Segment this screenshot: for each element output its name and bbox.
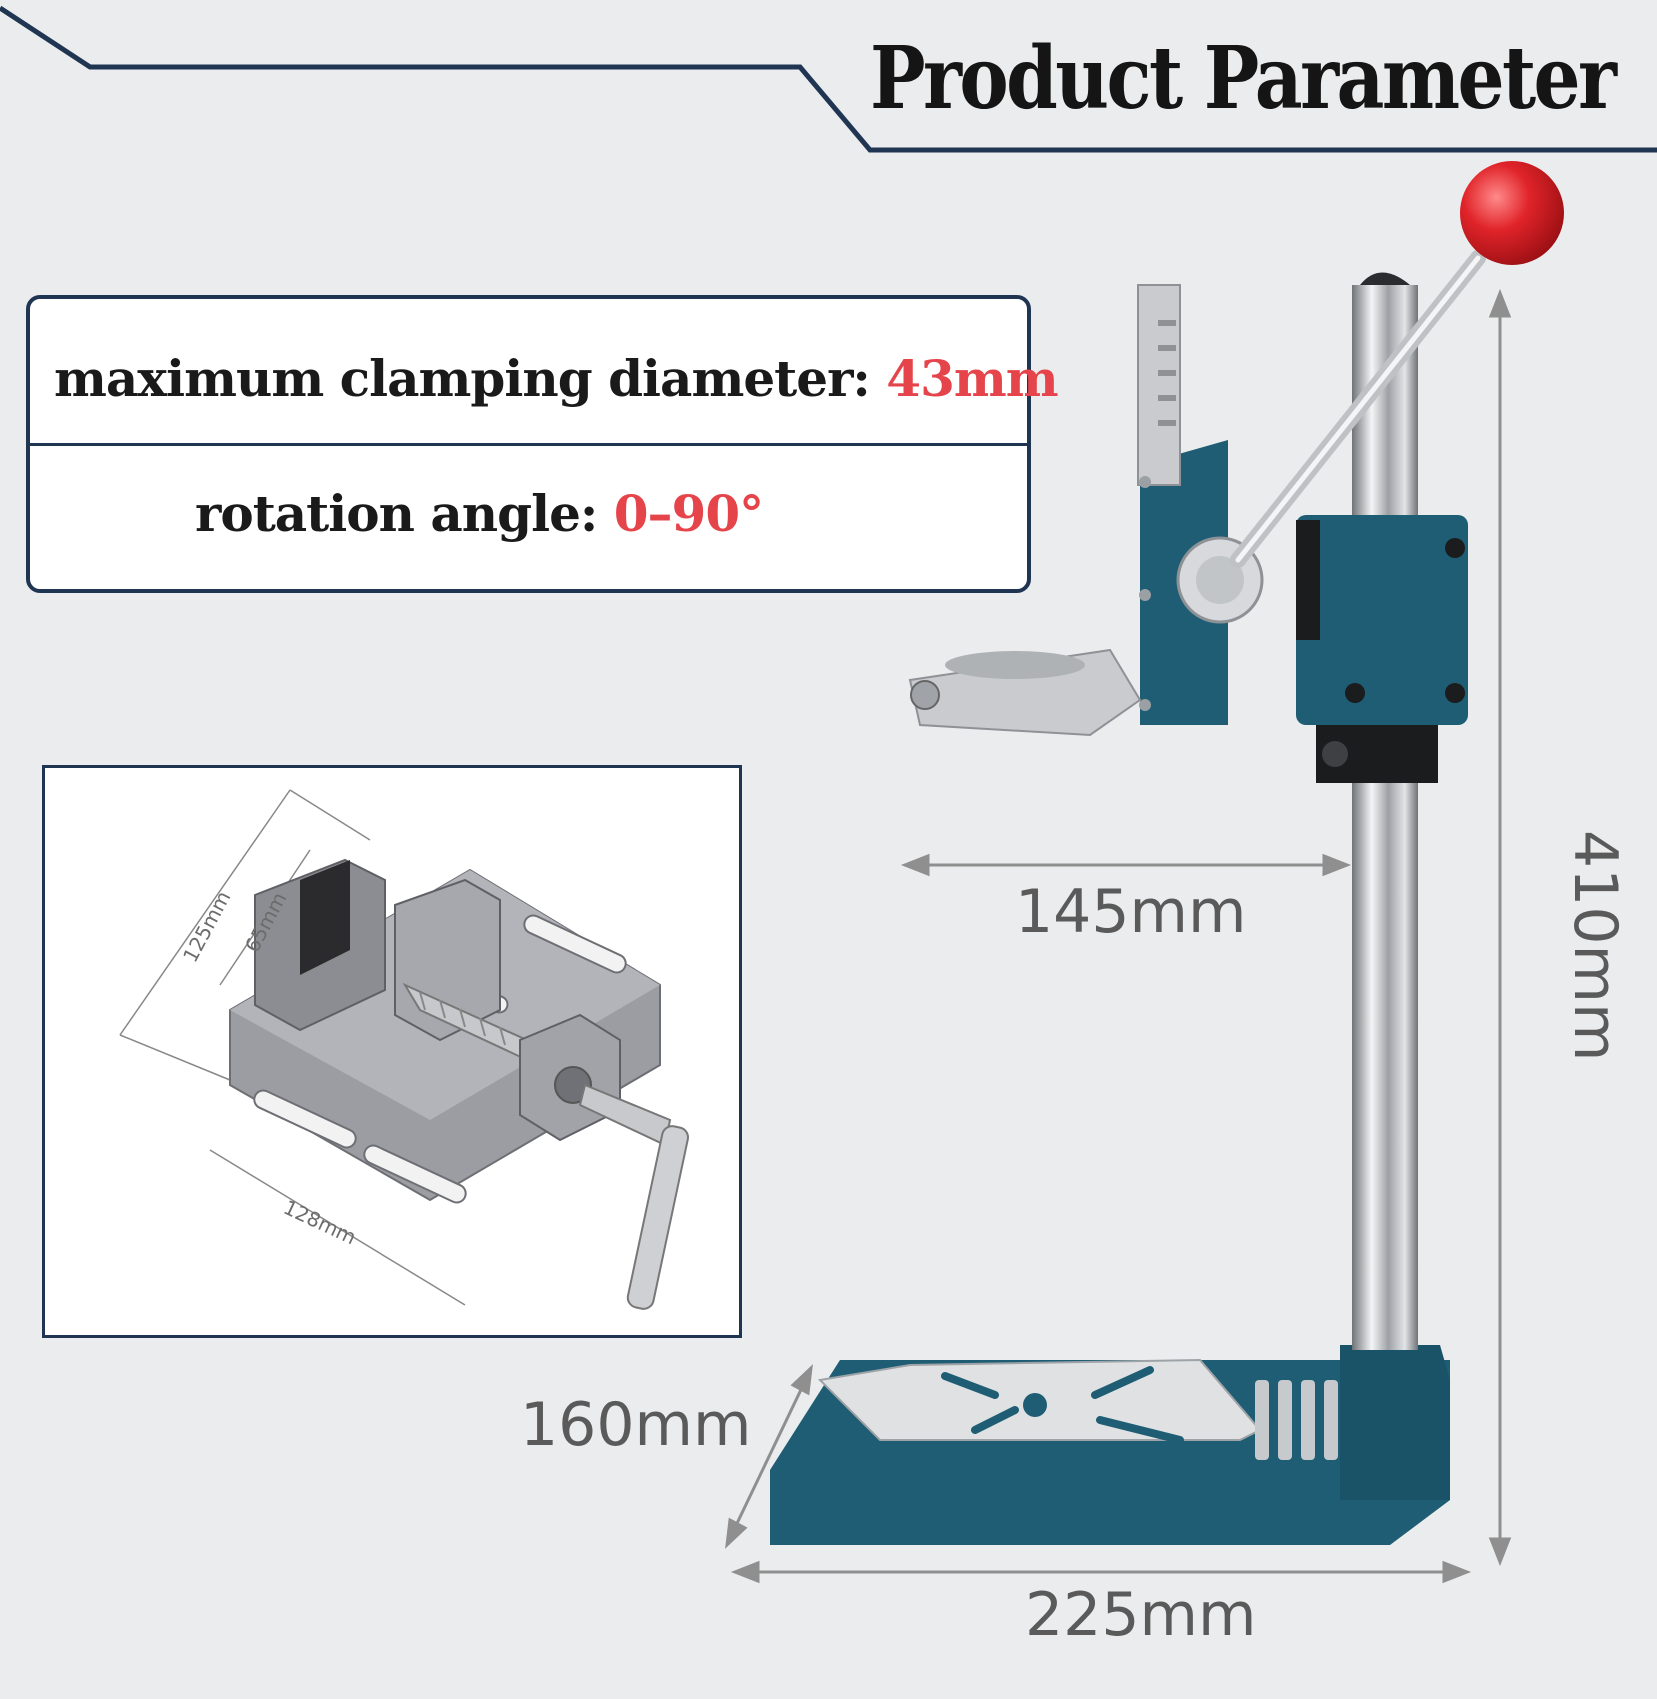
spec-box: maximum clamping diameter: 43mm rotation…	[26, 295, 1059, 593]
base-depth-dimension: 160mm	[520, 1390, 752, 1460]
rotation-angle-value: 0–90°	[613, 484, 764, 543]
base-width-dimension: 225mm	[1025, 1580, 1257, 1650]
clamping-diameter-label: maximum clamping diameter:	[54, 349, 887, 408]
header-corner-line	[0, 5, 1657, 153]
page-title: Product Parameter	[870, 28, 1617, 129]
rotation-angle-spec: rotation angle: 0–90°	[195, 484, 764, 543]
arm-reach-dimension: 145mm	[1015, 877, 1247, 947]
spec-divider	[30, 443, 1027, 446]
clamping-diameter-spec: maximum clamping diameter: 43mm	[54, 349, 1059, 408]
height-dimension: 410mm	[1560, 830, 1630, 1062]
rotation-angle-label: rotation angle:	[195, 484, 614, 543]
clamping-diameter-value: 43mm	[886, 349, 1058, 408]
